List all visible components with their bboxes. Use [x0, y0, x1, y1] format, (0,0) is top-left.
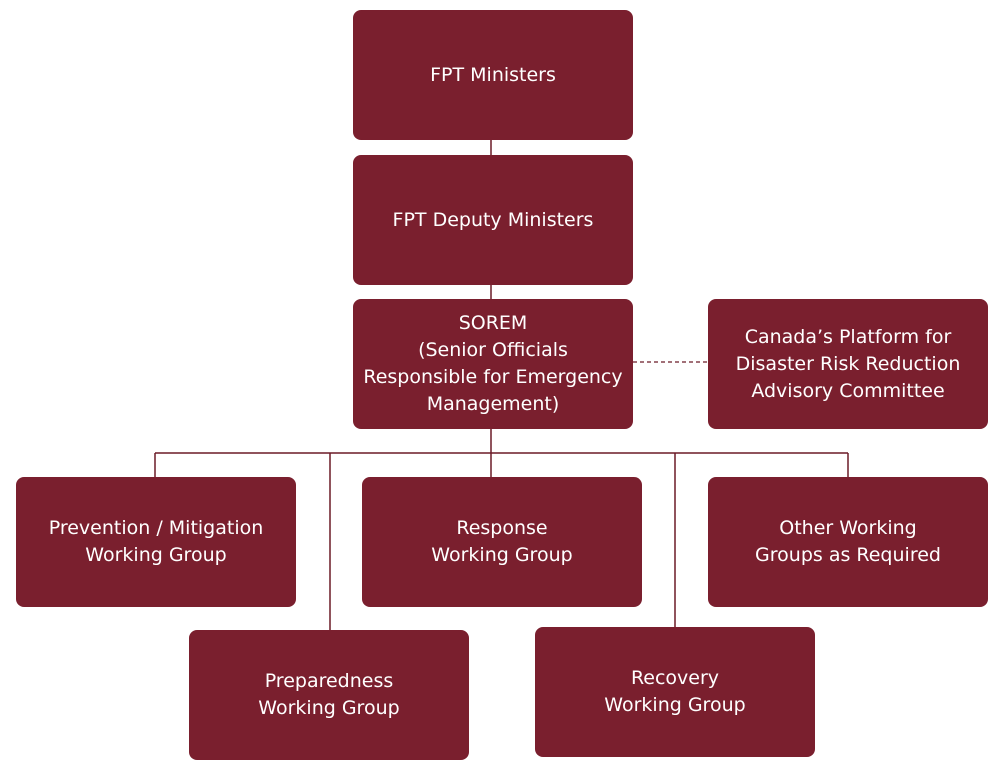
node-fpt-deputy-ministers: FPT Deputy Ministers — [353, 155, 633, 285]
node-response-working-group: Response Working Group — [362, 477, 642, 607]
node-fpt-ministers: FPT Ministers — [353, 10, 633, 140]
node-sorem: SOREM (Senior Officials Responsible for … — [353, 299, 633, 429]
node-other-working-groups: Other Working Groups as Required — [708, 477, 988, 607]
node-recovery-working-group: Recovery Working Group — [535, 627, 815, 757]
node-prevention-mitigation-working-group: Prevention / Mitigation Working Group — [16, 477, 296, 607]
node-preparedness-working-group: Preparedness Working Group — [189, 630, 469, 760]
node-platform-advisory-committee: Canada’s Platform for Disaster Risk Redu… — [708, 299, 988, 429]
